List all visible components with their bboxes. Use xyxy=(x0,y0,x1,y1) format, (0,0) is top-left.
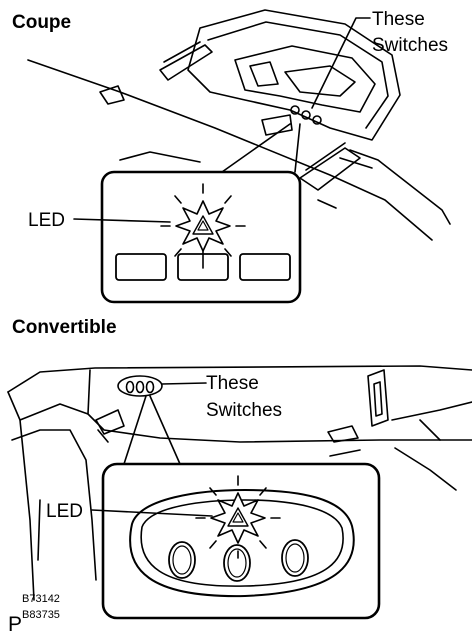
convertible-drawing xyxy=(7,365,472,601)
convertible-switch-cluster xyxy=(117,375,163,397)
convertible-callout-leader xyxy=(161,382,207,385)
convertible-led-burst xyxy=(195,475,281,559)
coupe-led-burst xyxy=(160,183,246,257)
convertible-zoom-lines xyxy=(123,395,181,465)
convertible-callout-line1: These xyxy=(206,373,259,394)
convertible-led-pointer xyxy=(91,509,213,517)
figure-code-2: B83735 xyxy=(22,609,60,621)
convertible-heading: Convertible xyxy=(12,317,117,338)
coupe-callout-leader xyxy=(311,17,371,109)
figure-code-1: B73142 xyxy=(22,593,60,605)
coupe-switch-cluster xyxy=(290,105,322,125)
figure-marker: P xyxy=(8,613,23,634)
coupe-ceiling-drawing xyxy=(27,9,451,241)
coupe-callout-line2: Switches xyxy=(372,35,449,56)
coupe-heading: Coupe xyxy=(12,12,72,33)
coupe-led-label: LED xyxy=(28,210,65,231)
convertible-led-label: LED xyxy=(46,501,83,522)
coupe-zoom-lines xyxy=(221,123,301,173)
coupe-callout-line1: These xyxy=(372,9,425,30)
coupe-led-pointer xyxy=(73,218,171,223)
convertible-callout-line2: Switches xyxy=(206,400,283,421)
convertible-inset xyxy=(101,462,381,620)
